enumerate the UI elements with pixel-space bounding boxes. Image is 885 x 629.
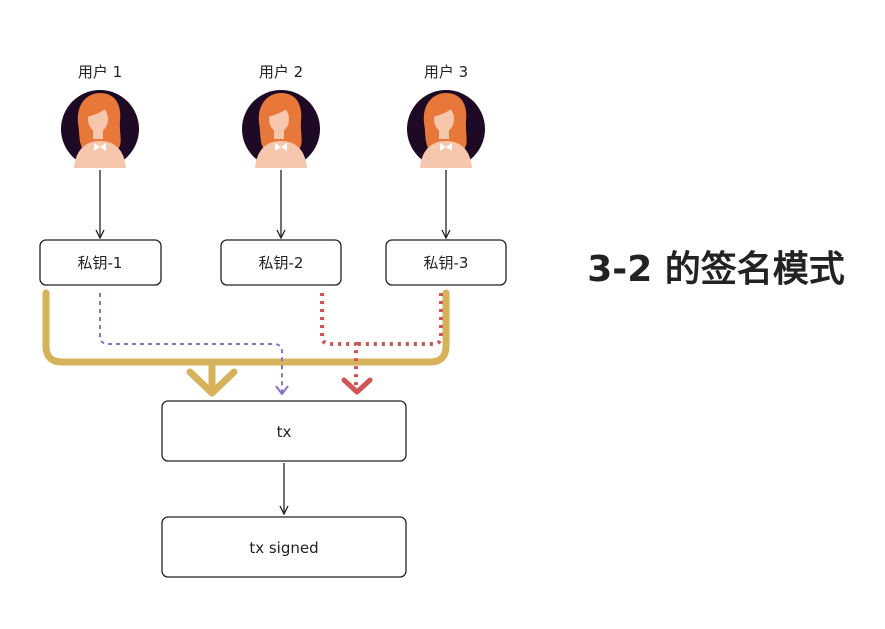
signature-path-red [320, 293, 443, 395]
private-key-2-box [220, 239, 342, 286]
user-2-avatar-icon [242, 90, 320, 168]
user-1-label: 用户 1 [78, 63, 122, 81]
user-1: 用户 1 私钥-1 [39, 63, 162, 286]
private-key-3-label: 私钥-3 [424, 254, 469, 272]
tx-signed-label: tx signed [249, 539, 318, 557]
user-3-avatar-icon [407, 90, 485, 168]
private-key-3-box [385, 239, 507, 286]
private-key-1-label: 私钥-1 [78, 254, 123, 272]
user-3-label: 用户 3 [424, 63, 468, 81]
user-2: 用户 2 私钥-2 [220, 63, 342, 286]
tx-label: tx [277, 423, 292, 441]
diagram-title: 3-2 的签名模式 [587, 249, 845, 290]
signature-path-purple [99, 293, 289, 395]
user-2-label: 用户 2 [259, 63, 303, 81]
tx-signed-box [161, 516, 407, 578]
private-key-1-box [39, 239, 162, 286]
private-key-2-label: 私钥-2 [259, 254, 304, 272]
user-3: 用户 3 私钥-3 [385, 63, 507, 286]
signature-path-gold [42, 289, 450, 397]
user-1-avatar-icon [61, 90, 139, 168]
tx-box [161, 400, 407, 462]
